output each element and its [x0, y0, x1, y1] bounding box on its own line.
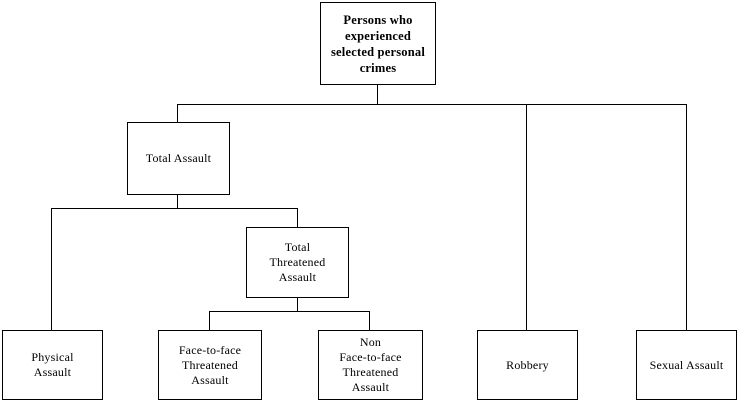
- connector-to-physical-assault: [51, 208, 52, 330]
- node-total-assault[interactable]: Total Assault: [127, 122, 230, 195]
- connector-to-face-to-face: [209, 311, 210, 330]
- node-total-assault-label: Total Assault: [145, 151, 212, 165]
- connector-level3-bus: [209, 311, 370, 312]
- connector-total-assault-stem: [177, 195, 178, 209]
- node-root[interactable]: Persons who experienced selected persona…: [320, 2, 436, 85]
- node-total-threatened-assault-label: Total Threatened Assault: [269, 240, 326, 284]
- node-robbery-label: Robbery: [506, 357, 549, 372]
- node-sexual-assault-label: Sexual Assault: [649, 357, 724, 372]
- node-total-threatened-assault[interactable]: Total Threatened Assault: [246, 227, 349, 298]
- connector-to-non-face-to-face: [369, 311, 370, 330]
- node-robbery[interactable]: Robbery: [477, 330, 578, 400]
- node-sexual-assault[interactable]: Sexual Assault: [636, 330, 737, 400]
- connector-to-sexual-assault: [686, 104, 687, 330]
- connector-to-total-threatened-assault: [297, 208, 298, 227]
- connector-to-total-assault: [177, 104, 178, 122]
- connector-root-stem: [377, 85, 378, 105]
- node-root-label: Persons who experienced selected persona…: [330, 12, 425, 75]
- node-face-to-face-threatened-assault-label: Face-to-face Threatened Assault: [178, 342, 242, 387]
- connector-level1-bus: [177, 104, 687, 105]
- node-non-face-to-face-threatened-assault-label: Non Face-to-face Threatened Assault: [339, 335, 402, 394]
- connector-total-threatened-stem: [297, 298, 298, 312]
- node-face-to-face-threatened-assault[interactable]: Face-to-face Threatened Assault: [158, 330, 262, 400]
- node-non-face-to-face-threatened-assault[interactable]: Non Face-to-face Threatened Assault: [318, 330, 423, 400]
- node-physical-assault-label: Physical Assault: [31, 350, 74, 379]
- connector-level2-bus: [51, 208, 298, 209]
- node-physical-assault[interactable]: Physical Assault: [2, 330, 103, 400]
- connector-to-robbery: [526, 104, 527, 330]
